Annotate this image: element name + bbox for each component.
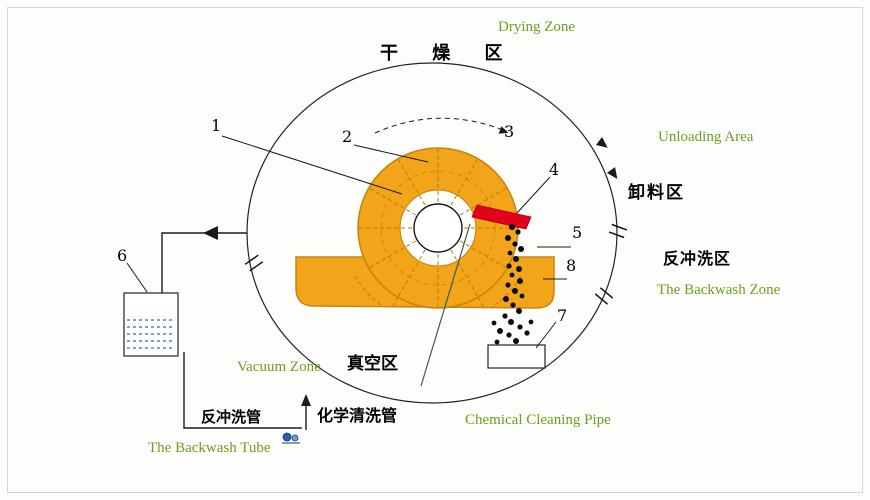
label-vacuum-zone-en: Vacuum Zone <box>237 359 321 375</box>
collection-box <box>487 344 546 369</box>
label-drying-zone-cn: 干 燥 区 <box>380 43 517 64</box>
drum-sector-lines <box>358 148 518 308</box>
rotation-arc <box>374 117 509 134</box>
leader-lines <box>126 135 571 349</box>
label-vacuum-zone-cn: 真空区 <box>347 354 398 374</box>
callout-7: 7 <box>557 306 568 325</box>
label-unloading-area-cn: 卸料区 <box>628 183 685 203</box>
vacuum-leader-line <box>420 223 471 387</box>
chemical-pipe-arrow <box>301 394 311 406</box>
label-chemical-pipe-en: Chemical Cleaning Pipe <box>465 412 611 428</box>
label-drying-zone-en: Drying Zone <box>498 19 576 35</box>
label-backwash-zone-en: The Backwash Zone <box>657 282 781 298</box>
label-backwash-tube-en: The Backwash Tube <box>148 440 271 456</box>
center-hub <box>413 203 463 253</box>
callout-8: 8 <box>566 256 577 275</box>
label-unloading-area-en: Unloading Area <box>658 129 754 145</box>
callout-5: 5 <box>572 223 583 242</box>
pipe-lines <box>161 232 307 430</box>
callout-6: 6 <box>117 246 128 265</box>
callout-4: 4 <box>549 160 560 179</box>
discharge-chute <box>471 204 532 230</box>
callout-1: 1 <box>211 116 222 135</box>
callout-2: 2 <box>342 127 353 146</box>
trough-inner-lines <box>354 275 522 308</box>
callout-3: 3 <box>504 122 515 141</box>
zone-tick-marks <box>244 223 628 305</box>
liquid-level <box>127 319 175 349</box>
label-chemical-pipe-cn: 化学清洗管 <box>317 406 398 425</box>
label-backwash-tube-cn: 反冲洗管 <box>201 408 262 426</box>
rotation-arrowheads <box>595 137 618 180</box>
flow-arrow-left <box>203 226 218 240</box>
label-backwash-zone-cn: 反冲洗区 <box>663 249 732 268</box>
falling-solids <box>491 224 534 345</box>
pump-icon <box>282 432 300 444</box>
filtrate-tank <box>123 292 179 357</box>
